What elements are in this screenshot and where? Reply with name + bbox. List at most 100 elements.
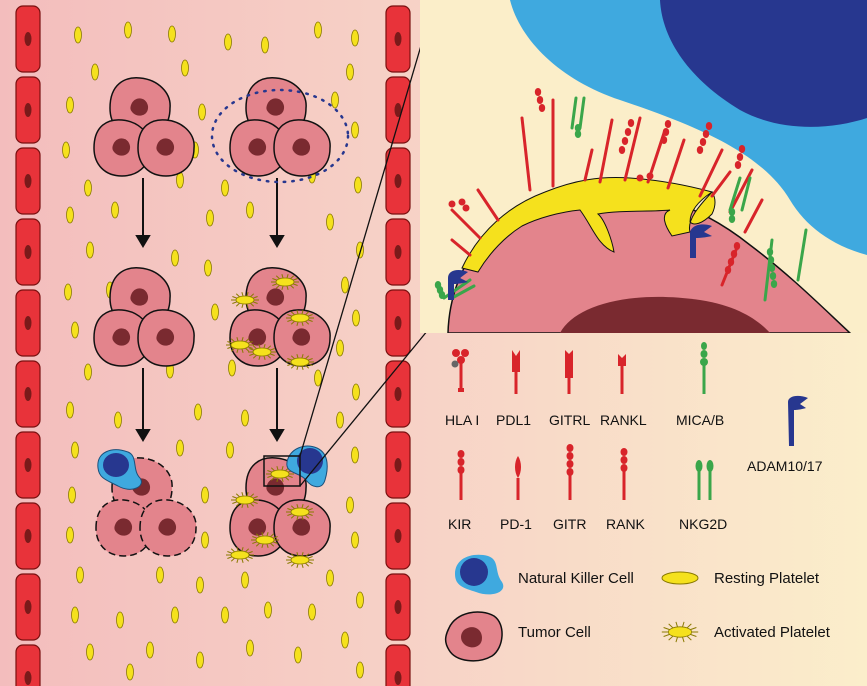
resting-platelet [76,566,84,584]
red-blood-cell-nucleus [24,387,32,401]
resting-platelet [201,486,209,504]
tumor-nucleus [248,328,267,346]
resting-platelet [86,643,94,661]
surface-molecule [450,284,476,300]
red-blood-cell-nucleus [24,245,32,259]
legend-tumor-cell: Tumor Cell [518,624,591,641]
red-blood-cell-nucleus [394,245,402,259]
resting-platelet [68,486,76,504]
activated-platelet [667,626,693,638]
surface-molecule [720,248,738,287]
tumor-nucleus [248,138,267,156]
nkg2d-icon [695,460,714,500]
resting-platelet [326,569,334,587]
resting-platelet [351,446,359,464]
resting-platelet [196,651,204,669]
tumor-nucleus [156,328,175,346]
molecule-domain [574,124,582,132]
left-vessel-wall [15,5,41,686]
hla-domain [458,198,466,206]
red-blood-cell-nucleus [24,32,32,46]
tumor-cluster-1 [93,77,195,177]
molecule-domain [734,161,742,169]
molecule-domain [660,136,668,144]
activated-platelet [290,357,310,367]
resting-platelet [86,241,94,259]
red-blood-cell-nucleus [24,316,32,330]
nk-cell-nucleus [660,0,867,127]
resting-platelet [346,63,354,81]
resting-platelet [211,303,219,321]
red-blood-cell-nucleus [394,600,402,614]
molecule-domain [534,88,542,96]
gitrl-icon [565,350,573,394]
resting-platelet [116,611,124,629]
adam-enzyme [690,224,712,258]
surface-molecule [728,168,754,214]
resting-platelet [314,369,322,387]
resting-platelet [264,601,272,619]
resting-platelet [84,363,92,381]
molecule-domain [736,153,744,161]
resting-platelet [352,383,360,401]
red-blood-cell-nucleus [24,600,32,614]
resting-platelet [314,21,322,39]
resting-platelet [356,661,364,679]
molecule-legend-icons [451,342,808,500]
surface-molecule [583,148,594,182]
tumor-cell-nucleus [560,296,770,333]
resting-platelet [356,591,364,609]
tumor-cell-legend-icon [444,611,503,662]
resting-platelet [124,21,132,39]
resting-platelet [66,96,74,114]
molecule-domain [621,137,629,145]
resting-platelet [168,25,176,43]
activated-platelet [255,535,275,545]
resting-platelet [171,249,179,267]
rank-icon [620,448,628,500]
resting-platelet [226,441,234,459]
surface-molecule [796,228,808,282]
tumor-nucleus [130,288,149,306]
molecule-domain [627,119,635,127]
label-gitrl: GITRL [549,412,591,428]
surface-molecule [710,170,732,198]
hla-domain [646,172,654,180]
resting-platelet [74,26,82,44]
pd-1-icon [515,456,521,500]
tumor-nucleus [266,98,285,116]
resting-platelet [84,179,92,197]
surface-molecules [434,88,808,302]
resting-platelet [224,33,232,51]
tumor-cluster-6-shielded [226,457,331,568]
resting-platelet [352,309,360,327]
released-factors-dots [210,88,350,184]
red-blood-cell [385,644,411,686]
resting-platelet [241,571,249,589]
red-blood-cell-nucleus [24,458,32,472]
tumor-nucleus [114,518,133,536]
surface-molecule [598,118,614,184]
surface-molecule [743,198,764,234]
rankl-icon [618,354,626,394]
resting-platelet [341,631,349,649]
zoom-selection-box [263,455,301,487]
legend-activated-platelet: Activated Platelet [714,624,830,641]
resting-platelet [64,283,72,301]
activated-platelet [270,469,290,479]
surface-molecule [728,176,742,212]
zoom-line-bottom [299,329,429,487]
resting-platelet [181,59,189,77]
resting-platelet [66,526,74,544]
resting-platelet [201,531,209,549]
tumor-cluster-4-activated [226,267,331,370]
resting-platelet [326,213,334,231]
molecule-domain [699,138,707,146]
molecule-domain [769,272,777,280]
activated-platelet [290,313,310,323]
resting-platelet-legend-icon [661,571,699,585]
activated-platelet [235,295,255,305]
label-kir: KIR [448,516,472,532]
molecule-domain [738,145,746,153]
resting-platelet [331,91,339,109]
